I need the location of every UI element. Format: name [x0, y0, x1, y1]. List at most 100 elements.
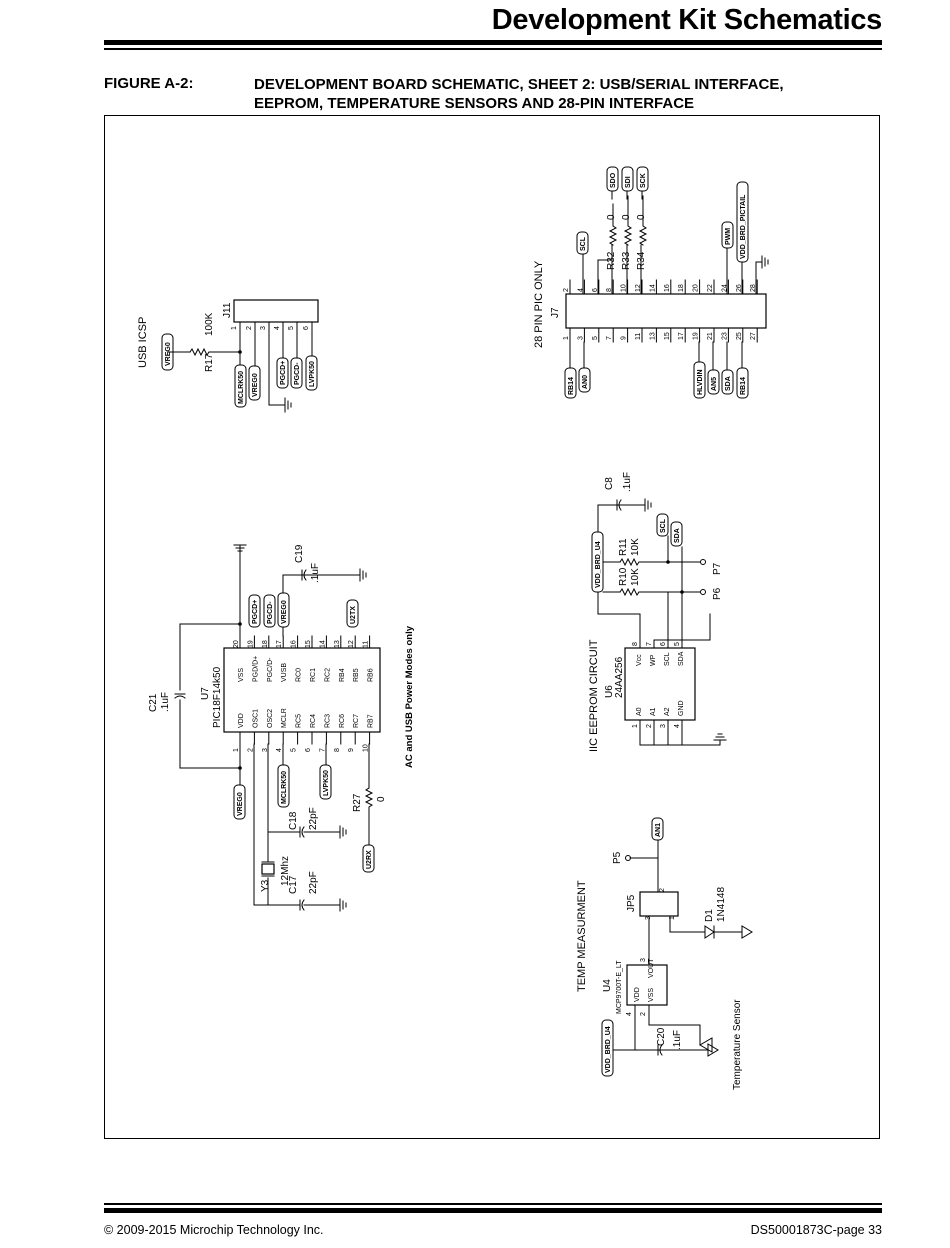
svg-text:PGCD+: PGCD+: [252, 600, 259, 624]
d1-diode: [704, 925, 753, 939]
u7-pin-number-16: 16: [291, 640, 298, 648]
scl-tag-j7: SCL: [576, 231, 589, 255]
sdo-tag: SDO: [606, 166, 619, 192]
usb-icsp-label: USB ICSP: [137, 317, 149, 368]
u7-pin-number-4: 4: [276, 748, 283, 752]
c21-capacitor: [174, 693, 186, 699]
u7-pin-number-18: 18: [262, 640, 269, 648]
svg-text:SCL: SCL: [664, 652, 671, 666]
svg-text:SCK: SCK: [640, 173, 647, 188]
svg-text:VDD_BRD_U4: VDD_BRD_U4: [595, 541, 602, 588]
u7-pin-name-9: RC7: [353, 714, 360, 728]
j7-connector: [565, 293, 767, 329]
vreg0-tag-u7-vdd: VREG0: [233, 784, 246, 820]
an5-tag: AN5: [707, 369, 720, 395]
r32-value: 0: [606, 214, 617, 220]
j7-top-pin-number-28: 28: [750, 284, 757, 292]
page-header-title: Development Kit Schematics: [491, 4, 883, 36]
an0-tag: AN0: [578, 367, 591, 393]
pgcd-plus-tag-icsp: PGCD+: [276, 357, 289, 389]
y3-crystal: [261, 863, 275, 875]
footer-rule-thin: [104, 1203, 882, 1205]
u7-pin-name-14: RC2: [324, 668, 331, 682]
y3-value: 12Mhz: [280, 856, 291, 886]
j7-top-pin-number-18: 18: [678, 284, 685, 292]
c21-label: C21: [148, 693, 159, 712]
iic-eeprom-block: IIC EEPROM CIRCUIT U6 24AA256 A0 A1 A2 G…: [588, 472, 727, 752]
r27-value: 0: [376, 796, 387, 802]
u7-pin-number-2: 2: [247, 748, 254, 752]
svg-text:VDD_BRD_PICTAIL: VDD_BRD_PICTAIL: [740, 194, 747, 259]
mclrk50-tag-icsp: MCLRK50: [234, 364, 247, 408]
svg-text:3: 3: [640, 958, 647, 962]
j7-bottom-pin-number-25: 25: [736, 332, 743, 340]
schematic-frame: [104, 115, 880, 1139]
u7-left-pins: 1VDD2OSC13OSC24MCLR5RC56RC47RC38RC69RC71…: [233, 708, 375, 752]
c17-capacitor: [299, 899, 305, 911]
svg-text:2: 2: [640, 1012, 647, 1016]
c8-label: C8: [604, 477, 615, 490]
svg-text:U2RX: U2RX: [366, 850, 373, 869]
svg-text:PWM: PWM: [725, 228, 732, 245]
u7-pin-number-3: 3: [262, 748, 269, 752]
u7-pin-number-15: 15: [305, 640, 312, 648]
pwm-tag: PWM: [721, 221, 734, 249]
u7-pin-name-4: MCLR: [281, 708, 288, 728]
an1-tag: AN1: [651, 817, 664, 841]
r33-label: R33: [621, 251, 632, 270]
c19-value: .1uF: [310, 563, 321, 583]
u7-pin-number-5: 5: [291, 748, 298, 752]
jp5-jumper: [639, 891, 679, 917]
footer-rule-thick: [104, 1208, 882, 1213]
u7-part-label: PIC18F14k50: [212, 666, 223, 728]
j7-top-pin-number-12: 12: [635, 284, 642, 292]
u7-pin-name-18: PGC/D-: [267, 657, 274, 682]
j7-bottom-pin-number-23: 23: [721, 332, 728, 340]
p7-testpoint: [700, 559, 706, 565]
u7-pin-name-1: VDD: [238, 713, 245, 728]
rb14-tag-j7: RB14: [564, 367, 577, 399]
svg-text:SDO: SDO: [610, 172, 617, 188]
svg-text:2: 2: [246, 326, 253, 330]
svg-text:PGCD+: PGCD+: [280, 361, 287, 385]
ac-power-note: AC and USB Power Modes only: [404, 625, 415, 768]
u7-chip: [223, 647, 381, 733]
svg-text:SDA: SDA: [674, 528, 681, 543]
ground-symbol-j7: [755, 255, 769, 295]
svg-text:SCL: SCL: [580, 236, 587, 251]
u7-pin-number-17: 17: [276, 640, 283, 648]
svg-text:4: 4: [626, 1012, 633, 1016]
ground-symbol-j11: [268, 397, 292, 413]
usb-icsp-block: USB ICSP VREG0 R17 100K J11 1 2 3 4 5 6 …: [137, 299, 319, 413]
u7-pin-name-2: OSC1: [252, 709, 259, 728]
svg-text:SDA: SDA: [725, 376, 732, 391]
j7-top-pin-number-10: 10: [621, 284, 628, 292]
hlvdin-tag: HLVDIN: [693, 361, 706, 399]
u7-pin-name-7: RC3: [324, 714, 331, 728]
temp-sensor-label: Temperature Sensor: [732, 999, 743, 1090]
r11-label: R11: [618, 538, 629, 556]
u6-pin-numbers: 1 2 3 4 8 7 6 5: [632, 642, 681, 728]
iic-eeprom-label: IIC EEPROM CIRCUIT: [588, 639, 600, 752]
u7-pin-name-11: RB6: [368, 668, 375, 682]
r17-resistor: [189, 347, 212, 357]
svg-text:AN0: AN0: [582, 375, 589, 389]
svg-text:Vcc: Vcc: [636, 654, 643, 666]
r32-r33-r34-resistors: [608, 195, 648, 246]
r27-resistor: [364, 787, 374, 811]
c21-value: .1uF: [160, 692, 171, 712]
svg-text:A2: A2: [664, 707, 671, 716]
u7-pin-number-19: 19: [247, 640, 254, 648]
j7-top-pin-number-14: 14: [649, 284, 656, 292]
c19-capacitor: [301, 569, 307, 581]
r27-label: R27: [352, 793, 363, 812]
j7-bottom-pin-number-27: 27: [750, 332, 757, 340]
r17-value: 100K: [204, 312, 215, 336]
svg-text:LVPK50: LVPK50: [309, 361, 316, 387]
r11-value: 10K: [630, 538, 641, 556]
j7-bottom-pin-number-15: 15: [664, 332, 671, 340]
j7-bottom-pin-number-19: 19: [693, 332, 700, 340]
d1-label: D1: [704, 909, 715, 922]
svg-text:PGCD-: PGCD-: [267, 601, 274, 624]
